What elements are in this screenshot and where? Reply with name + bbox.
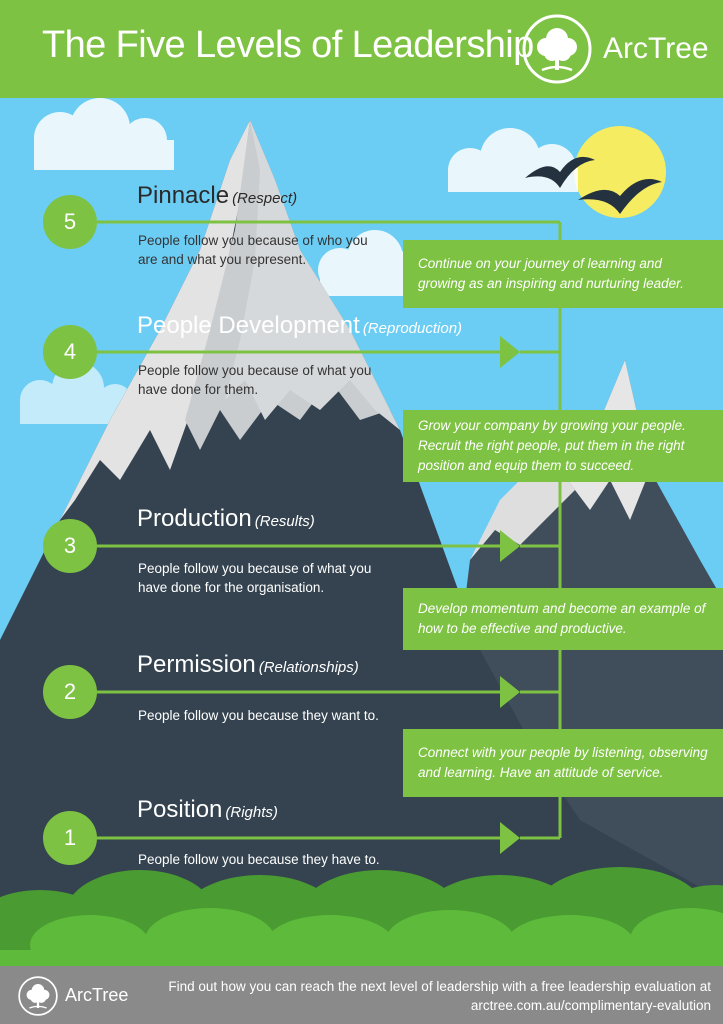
level-2-name: Permission [137,651,256,678]
level-5-sub: (Respect) [232,190,298,207]
footer-bar: ArcTree Find out how you can reach the n… [0,966,723,1024]
level-2-description: People follow you because they want to. [138,708,379,723]
arrow-right-icon [97,530,560,562]
mountain-scene [0,98,723,966]
level-4-title: People Development(Reproduction) [137,312,462,340]
arrow-right-icon [97,676,560,708]
header-bar: The Five Levels of Leadership ArcTree [0,0,723,98]
arrow-right-icon [97,336,560,368]
level-4-badge: 4 [43,325,97,379]
level-5-name: Pinnacle [137,182,230,209]
level-1-sub: (Rights) [225,804,278,821]
brand-name: ArcTree [603,32,709,65]
tip-box-2: Connect with your people by listening, o… [403,729,723,797]
level-3-title: Production(Results) [137,505,315,533]
tip-box-5: Continue on your journey of learning and… [403,240,723,308]
tree-logo-icon[interactable] [18,976,58,1016]
level-1-name: Position [137,796,223,823]
cloud-icon [318,230,432,296]
tip-box-4: Grow your company by growing your people… [403,410,723,482]
level-3-name: Production [137,505,252,532]
level-5-badge: 5 [43,195,97,249]
footer-cta-link[interactable]: Find out how you can reach the next leve… [168,979,711,1013]
level-2-title: Permission(Relationships) [137,651,359,679]
level-3-description: People follow you because of what you ha… [138,561,372,595]
page-title: The Five Levels of Leadership [42,24,534,66]
level-1-description: People follow you because they have to. [138,852,380,867]
cloud-icon [34,98,174,170]
level-5-title: Pinnacle(Respect) [137,182,297,210]
level-3-badge: 3 [43,519,97,573]
level-2-sub: (Relationships) [258,659,359,676]
level-2-badge: 2 [43,665,97,719]
footer-brand-name: ArcTree [65,985,129,1005]
arrow-right-icon [97,822,560,854]
bird-icon [525,156,595,188]
tip-box-3: Develop momentum and become an example o… [403,588,723,650]
level-1-badge: 1 [43,811,97,865]
bird-icon [578,179,662,214]
level-5-description: People follow you because of who you are… [138,233,368,267]
level-1-title: Position(Rights) [137,796,278,824]
level-4-name: People Development [137,312,360,339]
level-3-sub: (Results) [254,513,315,530]
brand-logo[interactable]: ArcTree [522,14,712,84]
level-4-sub: (Reproduction) [362,320,463,337]
level-4-description: People follow you because of what you ha… [138,363,372,397]
tree-logo-icon [522,14,592,84]
